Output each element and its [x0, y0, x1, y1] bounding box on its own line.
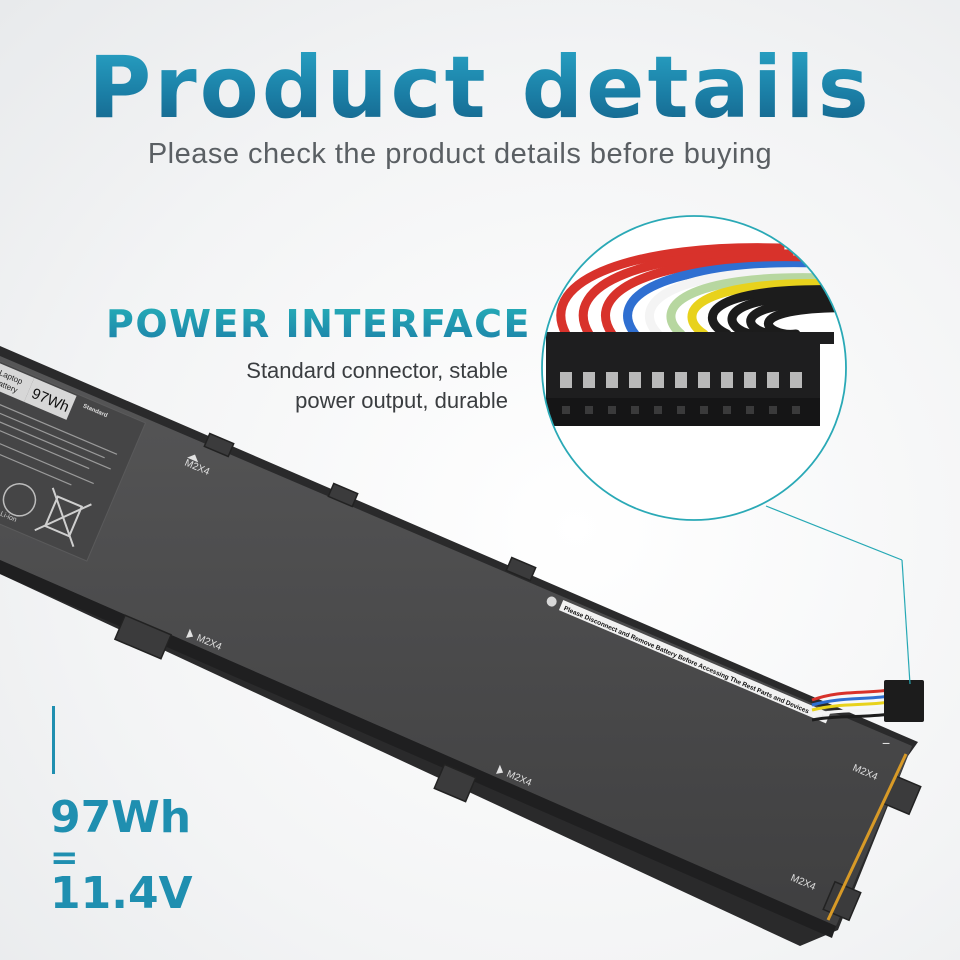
power-interface-desc-line1: Standard connector, stable [246, 358, 508, 383]
page-subtitle: Please check the product details before … [147, 138, 773, 170]
wire [687, 279, 839, 339]
connector-pin [583, 372, 595, 388]
connector-pin [652, 372, 664, 388]
connector-slot [700, 406, 708, 414]
connector-slot [677, 406, 685, 414]
wire [601, 255, 803, 339]
connector-zoom-circle [541, 215, 847, 521]
wire [746, 297, 846, 339]
power-interface-heading: POWER INTERFACE [106, 302, 531, 346]
wire [644, 267, 821, 339]
wire [727, 291, 846, 339]
wire [556, 243, 785, 339]
connector-slot [631, 406, 639, 414]
connector-slot [746, 406, 754, 414]
page-title: Product details [0, 38, 960, 138]
connector-slot [562, 406, 570, 414]
connector-pin [629, 372, 641, 388]
connector-pin [675, 372, 687, 388]
connector-pin [560, 372, 572, 388]
connector-slot [769, 406, 777, 414]
connector-pin [606, 372, 618, 388]
wire [666, 273, 830, 339]
connector-housing [546, 332, 834, 426]
wire [578, 249, 794, 339]
connector-slot [792, 406, 800, 414]
connector-pin [790, 372, 802, 388]
negative-terminal-mark: − [882, 735, 890, 751]
connector-pin [721, 372, 733, 388]
connector-slot [585, 406, 593, 414]
connector-slot [654, 406, 662, 414]
connector-slot [723, 406, 731, 414]
battery-label: Laptop Battery 97Wh Standard Li-ion [0, 359, 147, 562]
wire [623, 261, 812, 339]
connector-slot [608, 406, 616, 414]
connector-pin [767, 372, 779, 388]
power-interface-description: Standard connector, stable power output,… [246, 356, 508, 416]
spec-accent-bar [52, 706, 55, 774]
spec-voltage: 11.4V [50, 868, 193, 919]
battery-cable [811, 680, 924, 722]
power-interface-desc-line2: power output, durable [295, 388, 508, 413]
spec-capacity: 97Wh [50, 792, 192, 843]
recycle-icon [2, 483, 37, 517]
wire [708, 285, 846, 339]
crossed-bin-icon [34, 487, 92, 547]
connector-pin [698, 372, 710, 388]
spec-equals: = [50, 838, 79, 878]
connector-pin [744, 372, 756, 388]
callout-line [765, 505, 911, 685]
battery-body [0, 346, 922, 946]
